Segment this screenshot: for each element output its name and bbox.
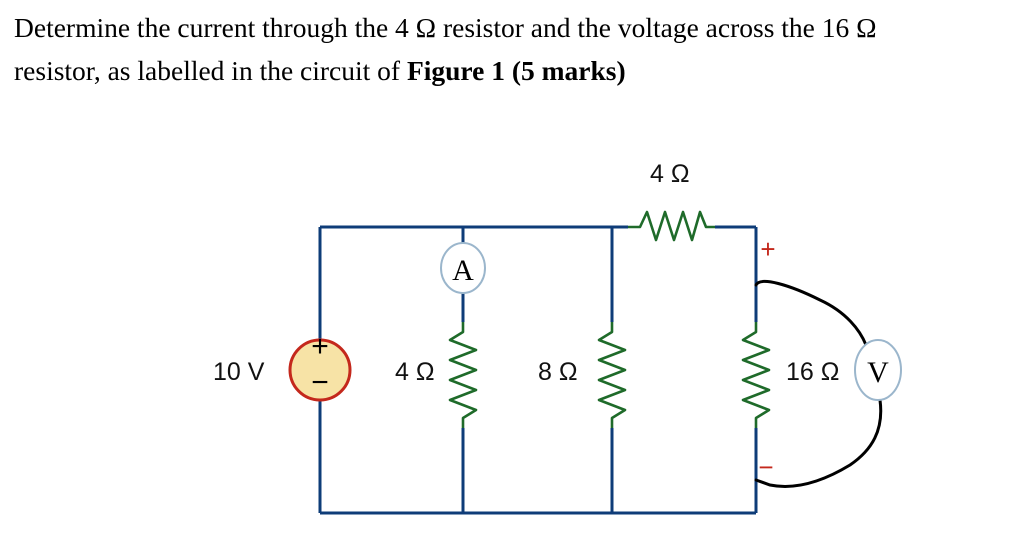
voltmeter-probe-bottom [754,398,883,488]
source-plus-sign: + [311,330,329,363]
voltage-source: + − [288,330,352,402]
resistor-16ohm [741,322,771,428]
resistor-4ohm-series-label: 4 Ω [650,160,690,188]
question-figure-ref: Figure 1 (5 marks) [406,55,626,86]
ammeter-circle [440,242,486,294]
source-voltage-label: 10 V [213,358,265,386]
voltmeter-assembly: V [754,280,902,488]
plus-mark-16ohm: + [760,234,775,264]
resistor-4ohm-parallel [448,322,478,428]
source-minus-sign: − [311,366,329,399]
resistor-8ohm [597,322,627,428]
ammeter-label: A [452,254,474,287]
question-text: Determine the current through the 4 Ω re… [14,6,1019,92]
resistor-8ohm-label: 8 Ω [538,358,578,386]
resistor-4ohm-series [628,210,715,242]
question-body: Determine the current through the 4 Ω re… [14,12,877,86]
voltage-source-circle [288,338,352,402]
voltmeter-probe-top [754,280,878,359]
minus-mark-16ohm: − [758,452,773,482]
resistor-16ohm-label: 16 Ω [786,358,839,386]
circuit-wires [318,225,758,515]
voltmeter-circle [854,339,902,401]
resistor-4ohm-parallel-label: 4 Ω [395,358,435,386]
ammeter: A [440,242,486,294]
voltmeter-label: V [867,356,889,389]
